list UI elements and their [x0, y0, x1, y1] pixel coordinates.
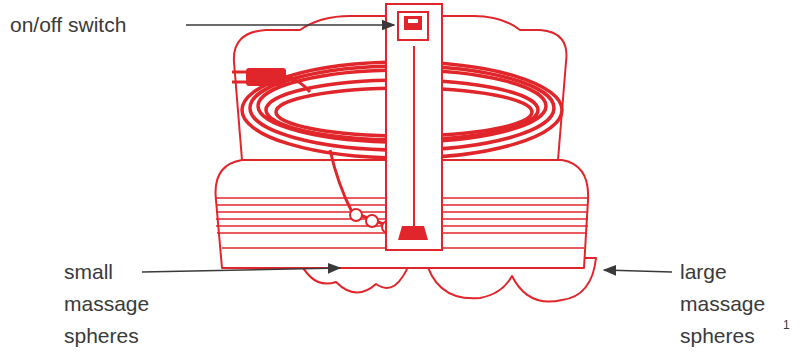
leader-lines — [142, 25, 672, 272]
strap — [386, 4, 442, 250]
part-label: on/off switch — [10, 9, 190, 41]
callout-number: 1 — [783, 318, 797, 332]
part-label: small massage spheres — [64, 256, 156, 352]
part-label: large massage spheres — [680, 256, 780, 352]
plug — [232, 68, 310, 92]
